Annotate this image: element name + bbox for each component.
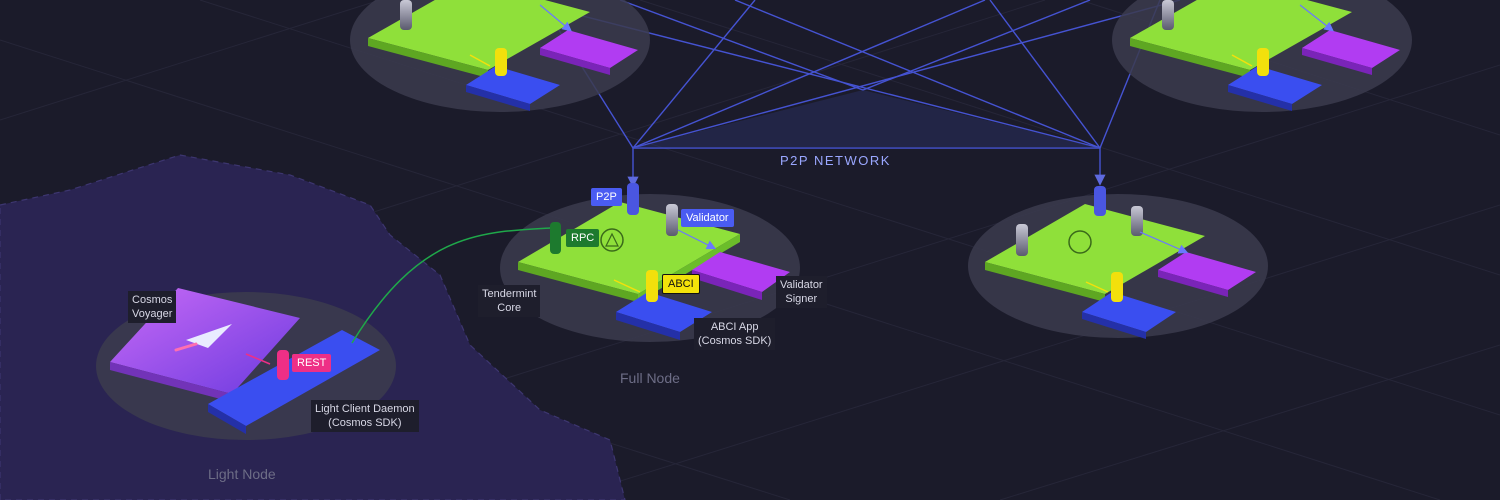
peer-node-right [968,186,1268,339]
tendermint-core-label: Tendermint Core [478,285,541,317]
cosmos-voyager-label: Cosmos Voyager [128,291,177,323]
p2p-tag: P2P [591,188,622,206]
light-node-caption: Light Node [208,466,276,482]
p2p-glow-band [633,90,1100,148]
validator-signer-block [692,252,790,292]
rpc-tag: RPC [566,229,600,247]
peer-node-top-left [350,0,650,112]
rpc-link [351,227,551,344]
p2p-network-label: P2P NETWORK [780,153,891,168]
abci-app-label: ABCI App (Cosmos SDK) [694,318,776,350]
light-client-daemon-label: Light Client Daemon (Cosmos SDK) [311,400,419,432]
validator-signer-label: Validator Signer [776,276,827,308]
rest-tag: REST [292,354,332,372]
full-node-caption: Full Node [620,370,680,386]
light-client-daemon-block [208,330,380,426]
abci-tag: ABCI [662,274,700,294]
validator-tag: Validator [681,209,734,227]
abci-app-block [616,292,712,332]
cosmos-logo-icon [600,228,624,252]
paper-plane-icon [186,324,232,348]
peer-node-top-right [1112,0,1412,112]
